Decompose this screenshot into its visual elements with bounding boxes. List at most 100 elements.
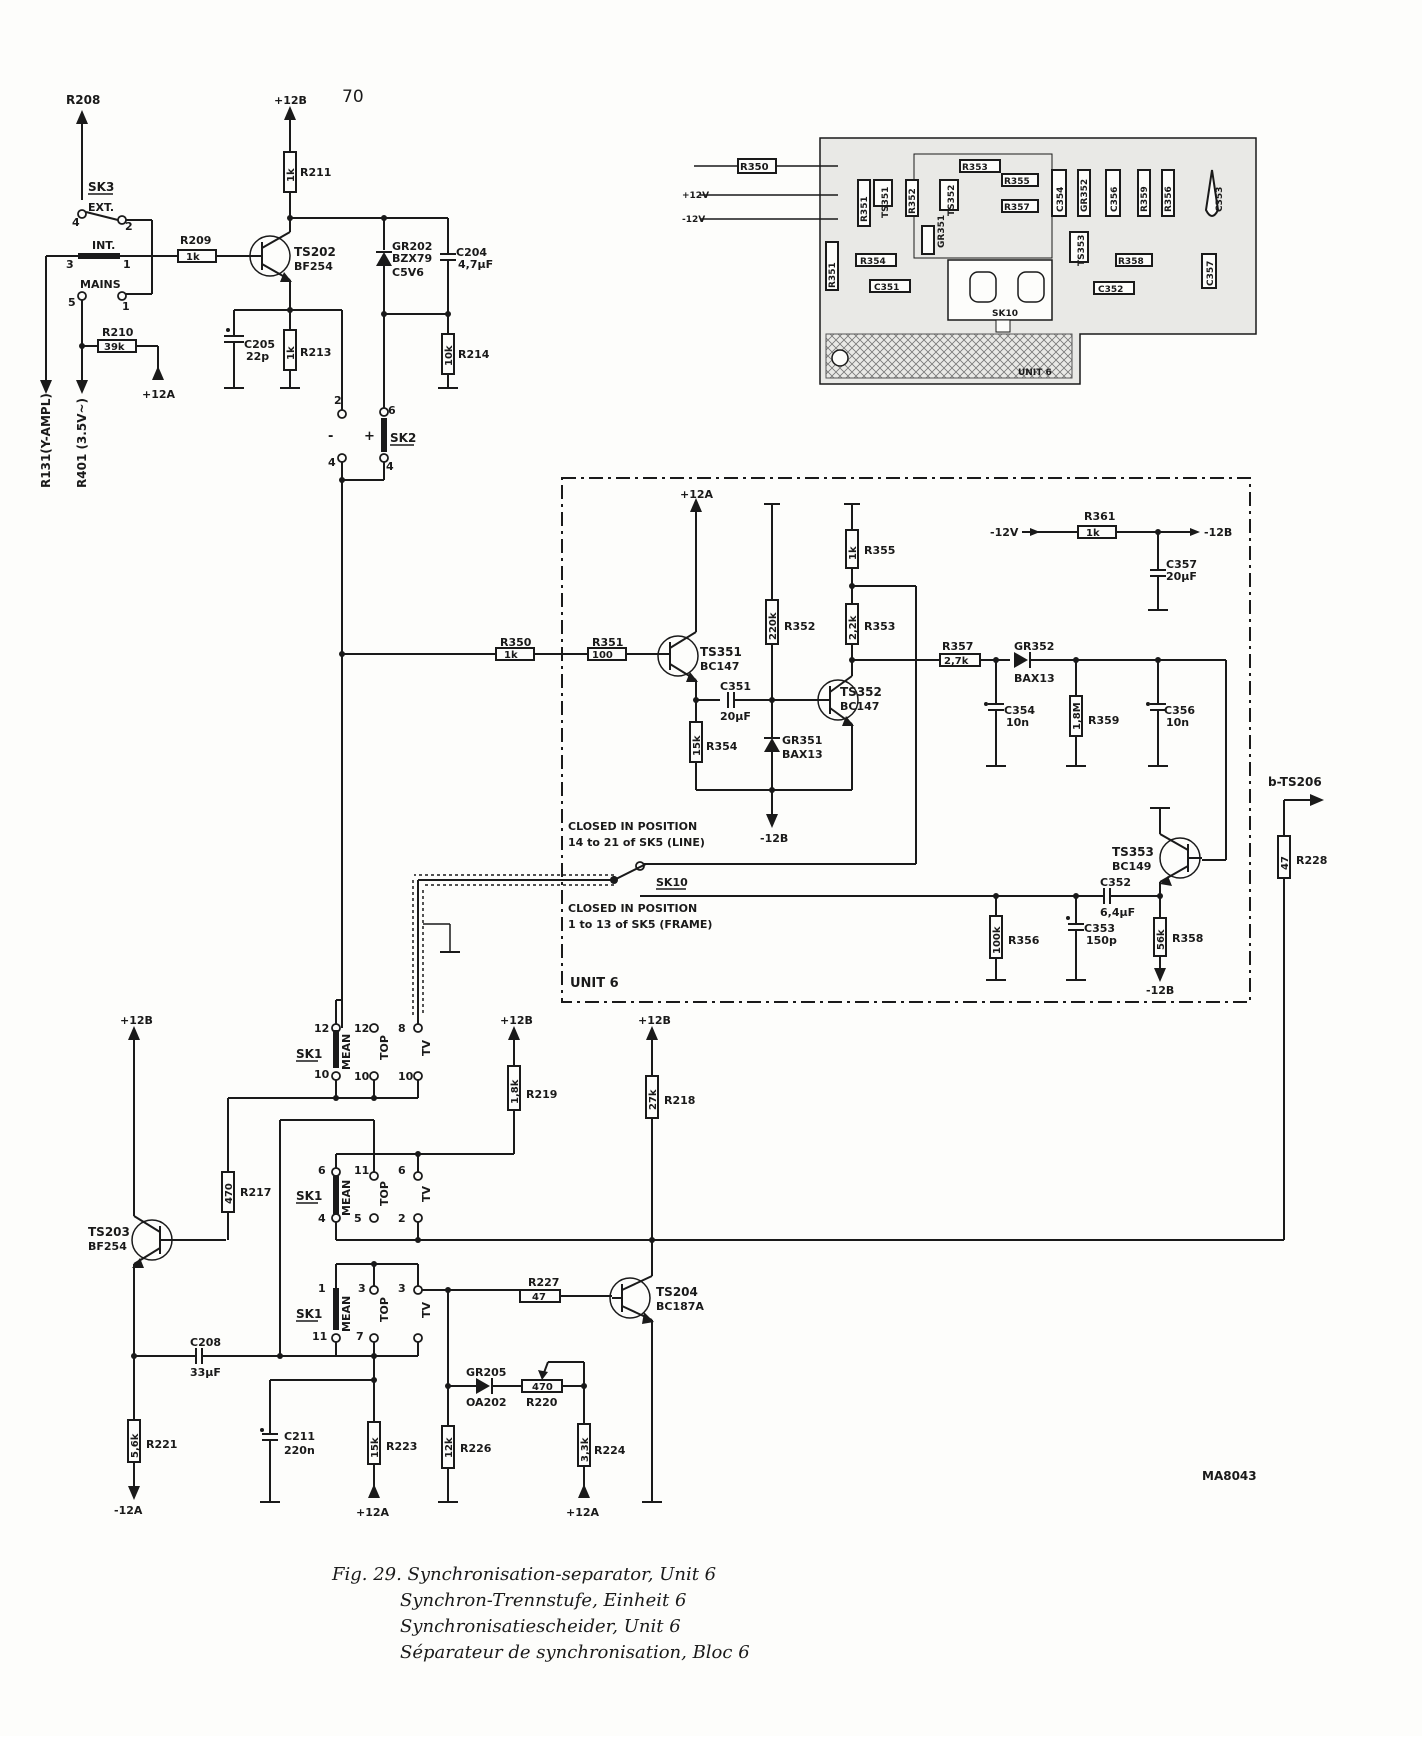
svg-text:10: 10 [354, 1070, 370, 1083]
svg-text:R220: R220 [526, 1396, 558, 1409]
svg-text:R351: R351 [592, 636, 623, 649]
sk3-ext-label: EXT. [88, 201, 114, 214]
svg-text:100k: 100k [992, 926, 1003, 954]
svg-text:220n: 220n [284, 1444, 315, 1457]
ts204-stage: +12B 1,8k R219 +12B 27k R218 R227 47 TS2… [438, 1014, 704, 1519]
svg-text:12k: 12k [444, 1437, 455, 1458]
svg-text:R221: R221 [146, 1438, 177, 1451]
svg-text:+12A: +12A [142, 388, 176, 401]
svg-text:1: 1 [122, 300, 130, 313]
svg-text:+12B: +12B [500, 1014, 533, 1027]
svg-text:1k: 1k [286, 346, 297, 360]
svg-text:470: 470 [532, 1382, 553, 1393]
svg-text:3,3k: 3,3k [580, 1437, 591, 1462]
switch-note-line-2: 14 to 21 of SK5 (LINE) [568, 836, 705, 849]
svg-text:6: 6 [398, 1164, 406, 1177]
svg-text:R357: R357 [942, 640, 973, 653]
svg-text:C354: C354 [1004, 704, 1035, 717]
svg-text:R354: R354 [860, 257, 886, 267]
svg-text:3: 3 [66, 258, 74, 271]
svg-text:R355: R355 [864, 544, 895, 557]
svg-text:R358: R358 [1118, 257, 1144, 267]
svg-text:15k: 15k [370, 1437, 381, 1458]
svg-text:3: 3 [358, 1282, 366, 1295]
svg-text:150p: 150p [1086, 934, 1117, 947]
caption-line-4: Séparateur de synchronisation, Bloc 6 [400, 1642, 750, 1663]
svg-text:+12A: +12A [680, 488, 714, 501]
svg-text:TS352: TS352 [840, 685, 882, 699]
svg-text:GR351: GR351 [782, 734, 822, 747]
svg-text:BF254: BF254 [88, 1240, 127, 1253]
svg-text:+12V: +12V [682, 191, 709, 201]
svg-text:BAX13: BAX13 [782, 748, 823, 761]
svg-text:470: 470 [224, 1183, 235, 1204]
caption-line-1: Fig. 29. Synchronisation-separator, Unit… [331, 1564, 716, 1585]
svg-text:C353: C353 [1215, 187, 1225, 212]
svg-text:C352: C352 [1100, 876, 1131, 889]
svg-text:MEAN: MEAN [340, 1296, 353, 1332]
svg-text:5: 5 [354, 1212, 362, 1225]
svg-text:47: 47 [532, 1292, 546, 1303]
svg-text:R223: R223 [386, 1440, 417, 1453]
svg-text:8: 8 [398, 1022, 406, 1035]
svg-text:C354: C354 [1056, 187, 1066, 212]
svg-text:R351: R351 [828, 262, 838, 288]
input-switch-area: R208 SK3 EXT. 4 2 INT. 3 1 MAINS 5 1 R13… [39, 93, 178, 488]
svg-text:GR205: GR205 [466, 1366, 506, 1379]
svg-text:R211: R211 [300, 166, 331, 179]
svg-text:22p: 22p [246, 350, 269, 363]
svg-text:R350: R350 [500, 636, 532, 649]
switch-note-frame-2: 1 to 13 of SK5 (FRAME) [568, 918, 712, 931]
net-r131: R131(Y-AMPL) [39, 393, 53, 488]
svg-text:1: 1 [318, 1282, 326, 1295]
pcb-layout-drawing: UNIT 6 R350 +12V -12V R351 TS351 R352 GR… [682, 137, 1257, 385]
svg-text:C211: C211 [284, 1430, 315, 1443]
svg-text:GR202: GR202 [392, 240, 432, 253]
sk1-label-2: SK1 [296, 1189, 322, 1203]
svg-text:-12B: -12B [760, 832, 788, 845]
net-b-ts206: b-TS206 [1268, 775, 1322, 789]
svg-text:+12B: +12B [638, 1014, 671, 1027]
svg-text:1: 1 [123, 258, 131, 271]
svg-text:39k: 39k [104, 342, 125, 353]
svg-text:R226: R226 [460, 1442, 492, 1455]
svg-text:TOP: TOP [378, 1181, 391, 1206]
svg-text:R209: R209 [180, 234, 211, 247]
svg-text:7: 7 [356, 1330, 364, 1343]
svg-text:R213: R213 [300, 346, 331, 359]
svg-text:-: - [328, 429, 333, 444]
svg-text:+12A: +12A [566, 1506, 600, 1519]
svg-text:3: 3 [398, 1282, 406, 1295]
svg-text:TS352: TS352 [947, 185, 957, 216]
svg-text:47: 47 [1280, 856, 1291, 870]
svg-text:R356: R356 [1164, 186, 1174, 212]
svg-text:R359: R359 [1140, 186, 1150, 212]
svg-text:TV: TV [420, 1039, 433, 1056]
svg-text:R359: R359 [1088, 714, 1119, 727]
sk3-int-label: INT. [92, 239, 115, 252]
drawing-ref: MA8043 [1202, 1469, 1257, 1483]
sk2-switch: - + SK2 4 4 [328, 418, 416, 1000]
svg-text:1k: 1k [1086, 528, 1100, 539]
svg-text:1k: 1k [848, 546, 859, 560]
svg-text:2: 2 [398, 1212, 406, 1225]
svg-text:100: 100 [592, 650, 613, 661]
svg-text:R355: R355 [1004, 177, 1030, 187]
svg-text:GR351: GR351 [937, 215, 947, 248]
svg-text:TS351: TS351 [700, 645, 742, 659]
caption-line-2: Synchron-Trennstufe, Einheit 6 [400, 1590, 686, 1611]
svg-text:R227: R227 [528, 1276, 559, 1289]
svg-text:R210: R210 [102, 326, 134, 339]
svg-text:R357: R357 [1004, 203, 1030, 213]
svg-text:C352: C352 [1098, 285, 1123, 295]
svg-text:MEAN: MEAN [340, 1180, 353, 1216]
ts202-stage: R209 1k TS202 BF254 1k R211 +12B C205 [177, 94, 493, 419]
sk1-label-3: SK1 [296, 1307, 322, 1321]
svg-text:R350: R350 [740, 162, 769, 173]
svg-text:-12B: -12B [1204, 526, 1232, 539]
svg-text:20µF: 20µF [1166, 570, 1197, 583]
switch-note-line-1: CLOSED IN POSITION [568, 820, 697, 833]
svg-text:C356: C356 [1110, 187, 1120, 212]
svg-text:TS351: TS351 [881, 187, 891, 218]
svg-text:-12V: -12V [990, 526, 1019, 539]
